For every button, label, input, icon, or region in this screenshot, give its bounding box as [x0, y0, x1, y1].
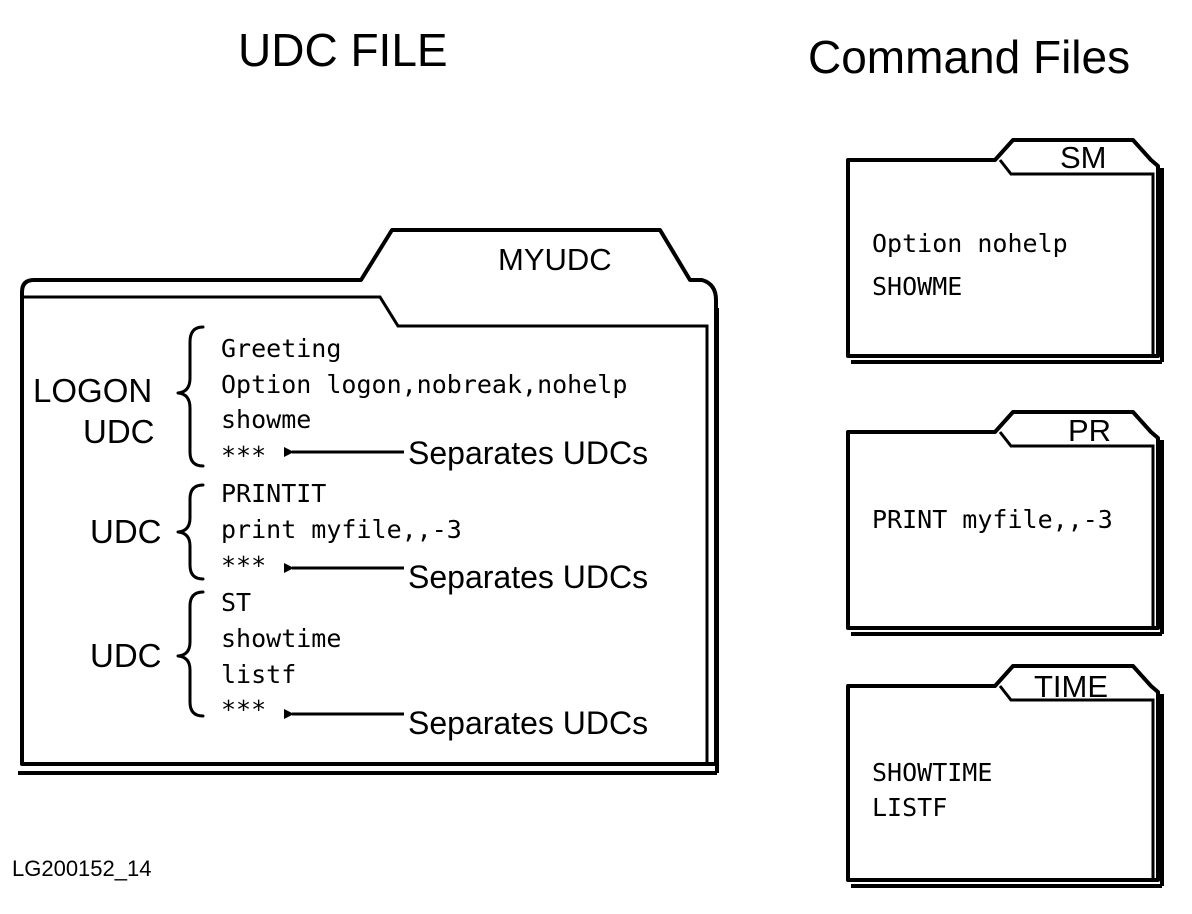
udc-line: Option logon,nobreak,nohelp: [221, 370, 627, 399]
group-label-line: LOGON: [33, 372, 152, 409]
udc-folder-inner-line: [22, 295, 709, 764]
udc-line: showme: [221, 405, 311, 434]
cmd-folder-outline: [846, 138, 1160, 358]
command-line: LISTF: [872, 793, 947, 822]
udc-group-logon: LOGON UDC Greeting Option logon,nobreak,…: [33, 325, 648, 471]
udc-folder-tab-label: MYUDC: [498, 242, 612, 277]
udc-group-printit: UDC PRINTIT print myfile,,-3 *** Separat…: [90, 479, 648, 595]
cmd-folder-inner-line: [998, 159, 1155, 356]
udc-separator-line: ***: [221, 695, 266, 724]
udc-group-st: UDC ST showtime listf *** Separates UDCs: [90, 588, 648, 741]
separator-label: Separates UDCs: [408, 435, 648, 471]
udc-line: listf: [221, 660, 296, 689]
group-brace: [176, 325, 205, 468]
group-label-line: UDC: [90, 513, 162, 550]
cmd-folder-tab-label: TIME: [1034, 669, 1108, 704]
udc-folder-outline: [20, 228, 718, 766]
udc-line: showtime: [221, 624, 341, 653]
udc-line: ST: [221, 588, 251, 617]
cmd-folder-tab-label: SM: [1060, 140, 1107, 175]
cmd-folder-inner-line: [998, 685, 1155, 880]
command-file-sm: SM Option nohelp SHOWME: [846, 138, 1164, 364]
cmd-folder-outline: [846, 410, 1160, 630]
udc-file-heading: UDC FILE: [238, 24, 448, 76]
group-brace: [176, 483, 205, 581]
group-brace: [176, 590, 205, 718]
udc-line: Greeting: [221, 334, 341, 363]
separator-label: Separates UDCs: [408, 559, 648, 595]
udc-line: PRINTIT: [221, 479, 326, 508]
udc-file-folder: MYUDC: [18, 228, 719, 775]
udc-separator-line: ***: [221, 441, 266, 470]
command-line: Option nohelp: [872, 229, 1068, 258]
command-line: SHOWME: [872, 272, 962, 301]
command-line: SHOWTIME: [872, 758, 992, 787]
separator-label: Separates UDCs: [408, 705, 648, 741]
command-file-pr: PR PRINT myfile,,-3: [846, 410, 1164, 636]
command-files-heading: Command Files: [808, 31, 1130, 83]
cmd-folder-outline: [846, 664, 1160, 882]
cmd-folder-tab-label: PR: [1068, 413, 1111, 448]
command-line: PRINT myfile,,-3: [872, 505, 1113, 534]
group-label-line: UDC: [83, 413, 155, 450]
udc-line: print myfile,,-3: [221, 515, 462, 544]
figure-id: LG200152_14: [12, 856, 151, 881]
command-file-time: TIME SHOWTIME LISTF: [846, 664, 1164, 888]
cmd-folder-inner-line: [998, 431, 1155, 628]
udc-separator-line: ***: [221, 551, 266, 580]
group-label-line: UDC: [90, 637, 162, 674]
